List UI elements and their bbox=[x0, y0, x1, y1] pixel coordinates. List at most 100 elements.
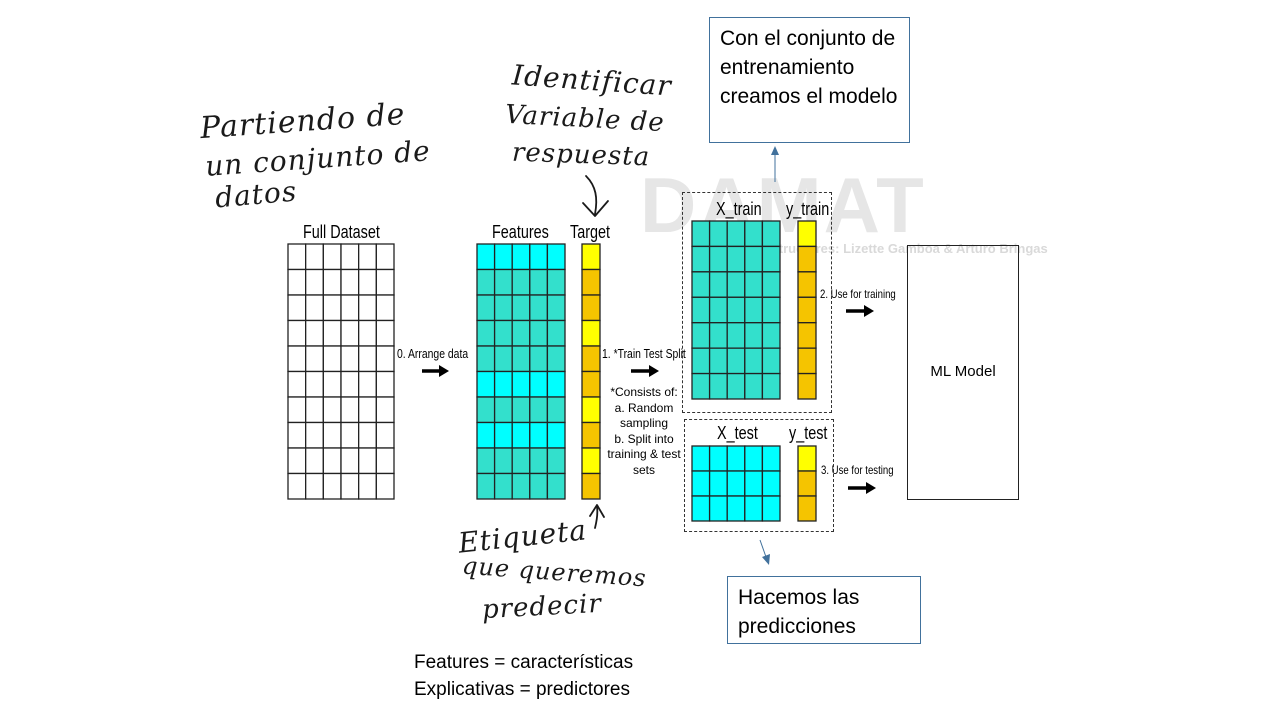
full-dataset-grid-cell bbox=[287, 268, 307, 296]
full-dataset-grid-cell bbox=[322, 472, 342, 500]
target-grid bbox=[581, 243, 601, 500]
consists-of-note: *Consists of: a. Random sampling b. Spli… bbox=[596, 385, 692, 478]
full-dataset-grid-cell bbox=[375, 447, 395, 475]
target-grid-cell bbox=[581, 370, 601, 398]
x-train-grid-cell bbox=[761, 347, 781, 375]
full-dataset-grid-cell bbox=[287, 319, 307, 347]
full-dataset-grid-cell bbox=[375, 396, 395, 424]
features-grid-cell bbox=[493, 370, 513, 398]
full-dataset-grid-cell bbox=[340, 294, 360, 322]
features-grid-cell bbox=[511, 268, 531, 296]
handwritten-arrow-down-shaft bbox=[585, 175, 598, 215]
target-grid-cell bbox=[581, 421, 601, 449]
x-test-grid-cell bbox=[744, 495, 764, 522]
full-dataset-grid-cell bbox=[375, 243, 395, 271]
note-line: *Consists of: bbox=[610, 385, 678, 399]
full-dataset-grid-cell bbox=[322, 447, 342, 475]
features-grid-cell bbox=[476, 370, 496, 398]
x-train-grid-cell bbox=[708, 245, 728, 273]
x-test-grid-cell bbox=[708, 470, 728, 497]
full-dataset-grid-cell bbox=[322, 396, 342, 424]
features-grid-cell bbox=[476, 319, 496, 347]
features-grid-cell bbox=[529, 319, 549, 347]
features-grid-cell bbox=[493, 421, 513, 449]
features-grid-cell bbox=[493, 447, 513, 475]
target-grid-cell bbox=[581, 396, 601, 424]
x-train-grid bbox=[691, 220, 781, 400]
y-test-label: y_test bbox=[789, 423, 828, 443]
x-train-grid-cell bbox=[708, 372, 728, 400]
x-train-grid-cell bbox=[761, 372, 781, 400]
full-dataset-grid-cell bbox=[287, 472, 307, 500]
full-dataset-grid-cell bbox=[287, 447, 307, 475]
full-dataset-grid-cell bbox=[322, 294, 342, 322]
features-grid-cell bbox=[493, 294, 513, 322]
features-grid-cell bbox=[546, 294, 566, 322]
target-grid-cell bbox=[581, 319, 601, 347]
note-line: sets bbox=[632, 462, 655, 477]
full-dataset-grid-cell bbox=[305, 319, 324, 347]
features-grid-cell bbox=[511, 447, 531, 475]
x-train-grid-cell bbox=[708, 271, 728, 298]
full-dataset-grid-cell bbox=[305, 472, 324, 500]
features-grid-cell bbox=[476, 447, 496, 475]
x-train-grid-cell bbox=[726, 322, 746, 349]
x-train-grid-cell bbox=[708, 296, 728, 324]
full-dataset-grid-cell bbox=[322, 370, 342, 398]
x-train-grid-cell bbox=[691, 296, 711, 324]
x-test-grid-cell bbox=[761, 445, 781, 472]
ml-model-label: ML Model bbox=[930, 363, 996, 380]
x-train-grid-cell bbox=[761, 271, 781, 298]
callout-testing: Hacemos las predicciones bbox=[727, 576, 921, 644]
full-dataset-grid-cell bbox=[322, 421, 342, 449]
features-grid-cell bbox=[529, 396, 549, 424]
full-dataset-grid-cell bbox=[305, 396, 324, 424]
y-train-grid-cell bbox=[797, 245, 817, 273]
features-grid-cell bbox=[529, 472, 549, 500]
full-dataset-grid-cell bbox=[358, 421, 377, 449]
y-test-grid-cell bbox=[797, 470, 817, 497]
full-dataset-grid-cell bbox=[358, 396, 377, 424]
x-train-label: X_train bbox=[716, 199, 762, 219]
full-dataset-grid-cell bbox=[358, 472, 377, 500]
features-grid-cell bbox=[511, 421, 531, 449]
x-test-grid-cell bbox=[726, 445, 746, 472]
arrow-arrange-head bbox=[439, 365, 449, 377]
target-grid-cell bbox=[581, 294, 601, 322]
full-dataset-grid-cell bbox=[358, 447, 377, 475]
x-train-grid-cell bbox=[726, 347, 746, 375]
step-train-test-split: 1. *Train Test Split bbox=[602, 346, 686, 361]
x-test-grid-cell bbox=[726, 495, 746, 522]
full-dataset-grid-cell bbox=[375, 472, 395, 500]
features-grid-cell bbox=[529, 243, 549, 271]
features-grid-cell bbox=[546, 345, 566, 373]
x-test-grid-cell bbox=[691, 470, 711, 497]
full-dataset-grid-cell bbox=[375, 294, 395, 322]
features-grid bbox=[476, 243, 566, 500]
x-train-grid-cell bbox=[691, 271, 711, 298]
x-train-grid-cell bbox=[691, 220, 711, 248]
x-train-grid-cell bbox=[744, 347, 764, 375]
features-grid-cell bbox=[529, 345, 549, 373]
callout-train-arrowhead bbox=[771, 146, 779, 155]
x-test-label: X_test bbox=[717, 423, 758, 443]
x-train-grid-cell bbox=[726, 296, 746, 324]
features-grid-cell bbox=[529, 421, 549, 449]
features-grid-cell bbox=[511, 472, 531, 500]
x-train-grid-cell bbox=[691, 245, 711, 273]
x-train-grid-cell bbox=[744, 322, 764, 349]
y-train-grid-cell bbox=[797, 271, 817, 298]
full-dataset-grid-cell bbox=[305, 243, 324, 271]
watermark-brand: DAMAT bbox=[640, 161, 926, 249]
note-line: a. Random bbox=[614, 400, 674, 415]
x-train-grid-cell bbox=[744, 271, 764, 298]
y-train-grid-cell bbox=[797, 347, 817, 375]
x-test-grid-cell bbox=[744, 445, 764, 472]
note-line: b. Split into bbox=[614, 431, 674, 446]
full-dataset-grid-cell bbox=[340, 243, 360, 271]
full-dataset-grid-cell bbox=[340, 370, 360, 398]
x-train-grid-cell bbox=[744, 296, 764, 324]
x-test-grid bbox=[691, 445, 781, 522]
full-dataset-label: Full Dataset bbox=[303, 222, 380, 242]
x-train-grid-cell bbox=[726, 271, 746, 298]
